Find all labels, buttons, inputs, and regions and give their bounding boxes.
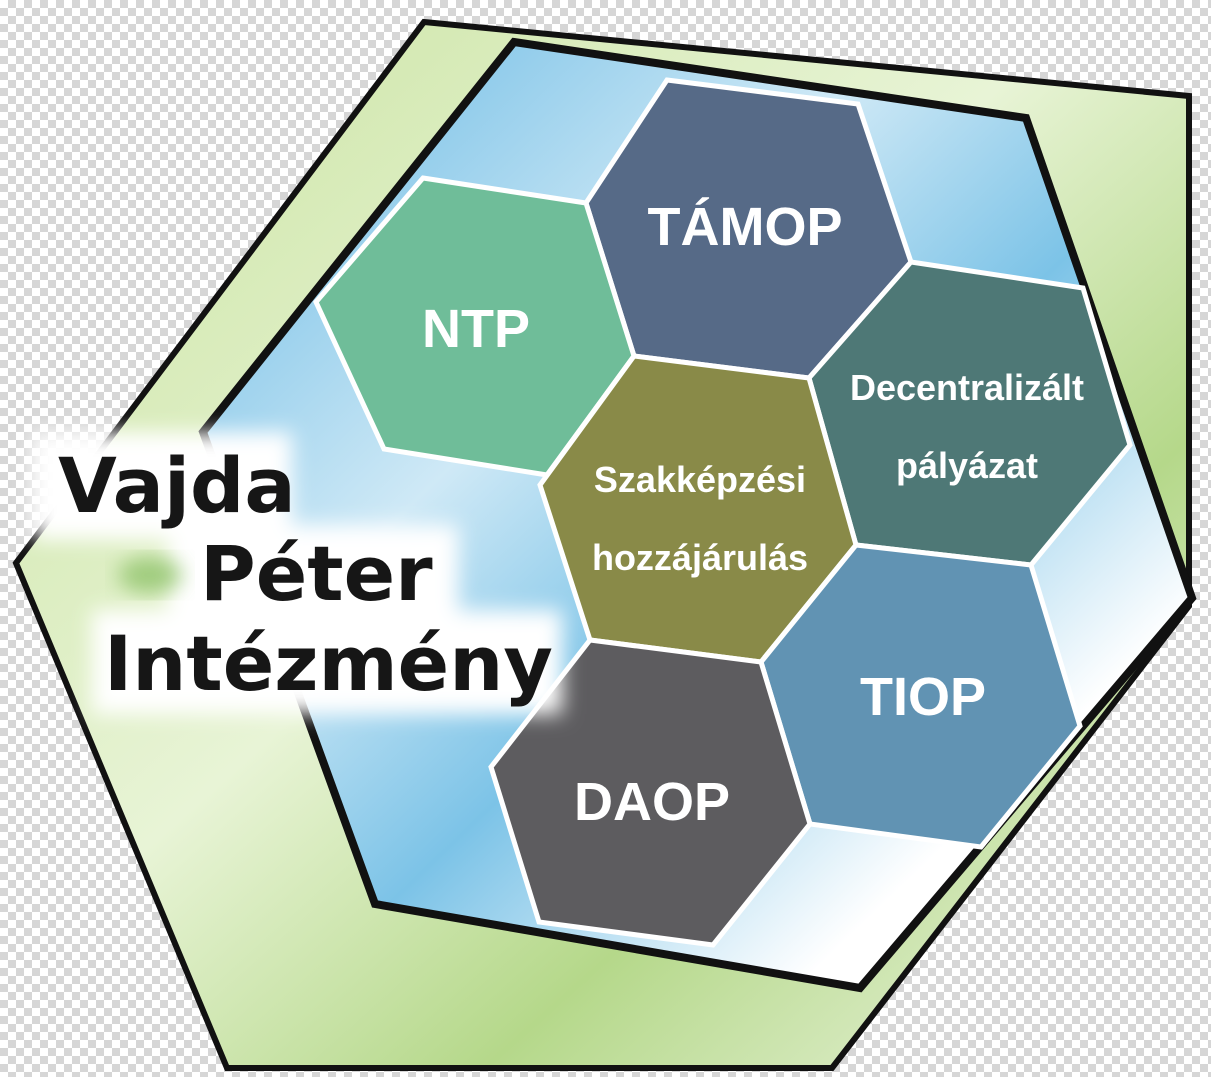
- hexagon-label-decentralizalt-line1: Decentralizált: [850, 367, 1084, 408]
- hexagon-label-szakkepzesi-line1: Szakképzési: [594, 459, 806, 500]
- hexagon-label-tamop: TÁMOP: [648, 197, 843, 257]
- title-line-2: Péter: [200, 529, 433, 618]
- hexagon-label-decentralizalt-line2: pályázat: [896, 445, 1038, 486]
- title-glow: [32, 432, 562, 714]
- title-green-blob: [118, 557, 182, 593]
- hexagon-label-tiop: TIOP: [860, 667, 986, 727]
- hexagon-daop: [488, 637, 813, 948]
- title-line-1: Vajda: [58, 441, 296, 530]
- title-line-3: Intézmény: [104, 619, 553, 708]
- hexagon-label-ntp: NTP: [422, 299, 530, 359]
- hexagon-label-szakkepzesi-line2: hozzájárulás: [592, 537, 808, 578]
- hexagon-label-daop: DAOP: [574, 772, 730, 832]
